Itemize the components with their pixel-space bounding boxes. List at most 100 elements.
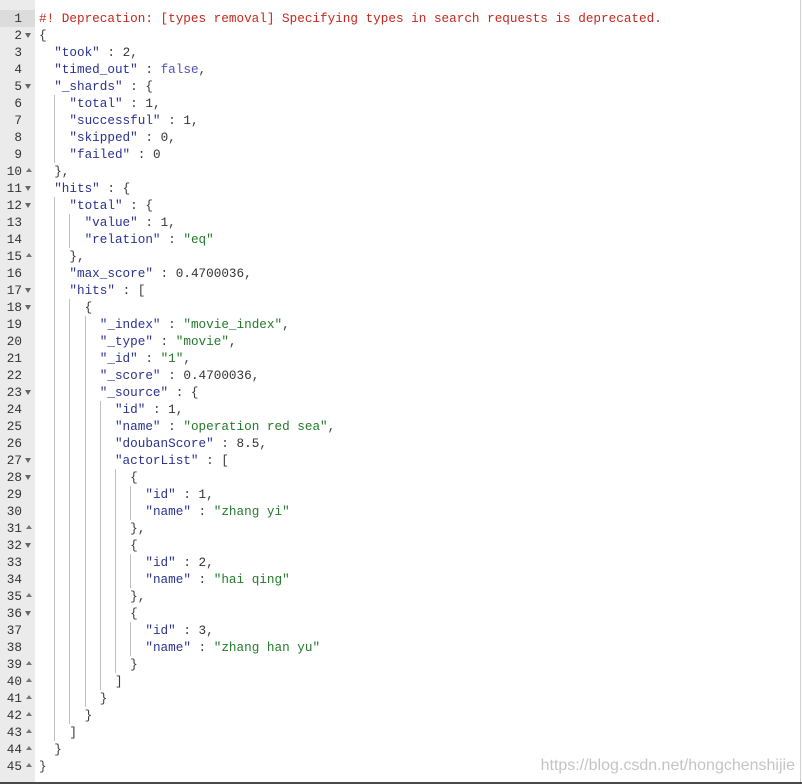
code-line[interactable]: "total" : {: [39, 197, 800, 214]
code-line[interactable]: "doubanScore" : 8.5,: [39, 435, 800, 452]
json-punctuation: :: [168, 385, 184, 400]
code-line[interactable]: }: [39, 690, 800, 707]
code-line[interactable]: "name" : "zhang yi": [39, 503, 800, 520]
code-line[interactable]: },: [39, 588, 800, 605]
gutter-cell: 44: [0, 741, 35, 758]
code-line[interactable]: "relation" : "eq": [39, 231, 800, 248]
code-line[interactable]: }: [39, 758, 800, 775]
fold-open-icon[interactable]: [25, 475, 31, 480]
fold-open-icon[interactable]: [25, 305, 31, 310]
code-line[interactable]: ]: [39, 673, 800, 690]
fold-close-icon[interactable]: [25, 253, 32, 257]
indent-guide: [114, 605, 116, 622]
code-line[interactable]: }: [39, 707, 800, 724]
indent-guide: [69, 316, 71, 333]
code-line[interactable]: {: [39, 469, 800, 486]
line-number: 4: [14, 62, 22, 77]
code-line[interactable]: "_index" : "movie_index",: [39, 316, 800, 333]
fold-close-icon[interactable]: [25, 763, 32, 767]
code-line-text: "id" : 2,: [39, 555, 213, 570]
code-line[interactable]: "id" : 2,: [39, 554, 800, 571]
fold-open-icon[interactable]: [25, 543, 31, 548]
code-line[interactable]: "hits" : {: [39, 180, 800, 197]
fold-close-icon[interactable]: [25, 661, 32, 665]
indent-guide: [54, 231, 56, 248]
gutter-cell: 9: [0, 146, 35, 163]
indent-guide: [54, 520, 56, 537]
code-line[interactable]: "max_score" : 0.4700036,: [39, 265, 800, 282]
indent-guide: [84, 690, 86, 707]
indent-guide: [69, 537, 71, 554]
window-bottom-edge: [0, 782, 802, 784]
indent-guide: [114, 571, 116, 588]
fold-close-icon[interactable]: [25, 746, 32, 750]
fold-close-icon[interactable]: [25, 695, 32, 699]
code-line[interactable]: "_type" : "movie",: [39, 333, 800, 350]
code-line[interactable]: }: [39, 656, 800, 673]
gutter-cell: 38: [0, 639, 35, 656]
fold-close-icon[interactable]: [25, 712, 32, 716]
code-line[interactable]: }: [39, 741, 800, 758]
code-line-text: "hits" : {: [39, 181, 130, 196]
json-string: "zhang yi": [213, 504, 290, 519]
fold-close-icon[interactable]: [25, 678, 32, 682]
watermark-text: https://blog.csdn.net/hongchenshijie: [540, 757, 795, 774]
code-line[interactable]: },: [39, 520, 800, 537]
code-line[interactable]: "_id" : "1",: [39, 350, 800, 367]
fold-open-icon[interactable]: [25, 288, 31, 293]
code-line[interactable]: {: [39, 605, 800, 622]
code-line[interactable]: "value" : 1,: [39, 214, 800, 231]
indent-guide: [84, 520, 86, 537]
json-punctuation: ,: [327, 419, 336, 434]
fold-close-icon[interactable]: [25, 525, 32, 529]
code-line[interactable]: "name" : "hai qing": [39, 571, 800, 588]
json-punctuation: :: [114, 283, 131, 298]
fold-open-icon[interactable]: [25, 203, 31, 208]
code-line[interactable]: "skipped" : 0,: [39, 129, 800, 146]
fold-open-icon[interactable]: [25, 611, 31, 616]
fold-open-icon[interactable]: [25, 186, 31, 191]
code-line[interactable]: "id" : 3,: [39, 622, 800, 639]
fold-close-icon[interactable]: [25, 168, 32, 172]
json-punctuation: [168, 266, 176, 281]
code-line[interactable]: "timed_out" : false,: [39, 61, 800, 78]
json-key: "id": [145, 623, 176, 638]
json-punctuation: ,: [183, 351, 191, 366]
code-line[interactable]: {: [39, 299, 800, 316]
fold-close-icon[interactable]: [25, 593, 32, 597]
code-line[interactable]: {: [39, 27, 800, 44]
code-line[interactable]: "name" : "operation red sea",: [39, 418, 800, 435]
code-line[interactable]: "name" : "zhang han yu": [39, 639, 800, 656]
indent-guide: [69, 673, 71, 690]
code-line[interactable]: "actorList" : [: [39, 452, 800, 469]
code-line[interactable]: "took" : 2,: [39, 44, 800, 61]
fold-open-icon[interactable]: [25, 390, 31, 395]
code-line[interactable]: "_shards" : {: [39, 78, 800, 95]
indent-guide: [54, 112, 56, 129]
fold-close-icon[interactable]: [25, 729, 32, 733]
json-punctuation: [39, 215, 85, 230]
editor-content[interactable]: #! Deprecation: [types removal] Specifyi…: [35, 10, 800, 775]
json-number: 0: [160, 130, 169, 145]
code-line[interactable]: "_source" : {: [39, 384, 800, 401]
code-line[interactable]: "hits" : [: [39, 282, 800, 299]
code-line[interactable]: },: [39, 163, 800, 180]
fold-open-icon[interactable]: [25, 458, 31, 463]
fold-open-icon[interactable]: [25, 33, 31, 38]
code-line[interactable]: "id" : 1,: [39, 401, 800, 418]
code-line[interactable]: "id" : 1,: [39, 486, 800, 503]
code-line[interactable]: ]: [39, 724, 800, 741]
code-line[interactable]: },: [39, 248, 800, 265]
json-number: 3: [198, 623, 207, 638]
code-line[interactable]: {: [39, 537, 800, 554]
fold-open-icon[interactable]: [25, 84, 31, 89]
code-line[interactable]: "total" : 1,: [39, 95, 800, 112]
indent-guide: [54, 197, 56, 214]
code-line[interactable]: #! Deprecation: [types removal] Specifyi…: [39, 10, 800, 27]
code-line[interactable]: "_score" : 0.4700036,: [39, 367, 800, 384]
json-key: "skipped": [69, 130, 138, 145]
code-line[interactable]: "failed" : 0: [39, 146, 800, 163]
json-punctuation: :: [190, 572, 207, 587]
code-line[interactable]: "successful" : 1,: [39, 112, 800, 129]
